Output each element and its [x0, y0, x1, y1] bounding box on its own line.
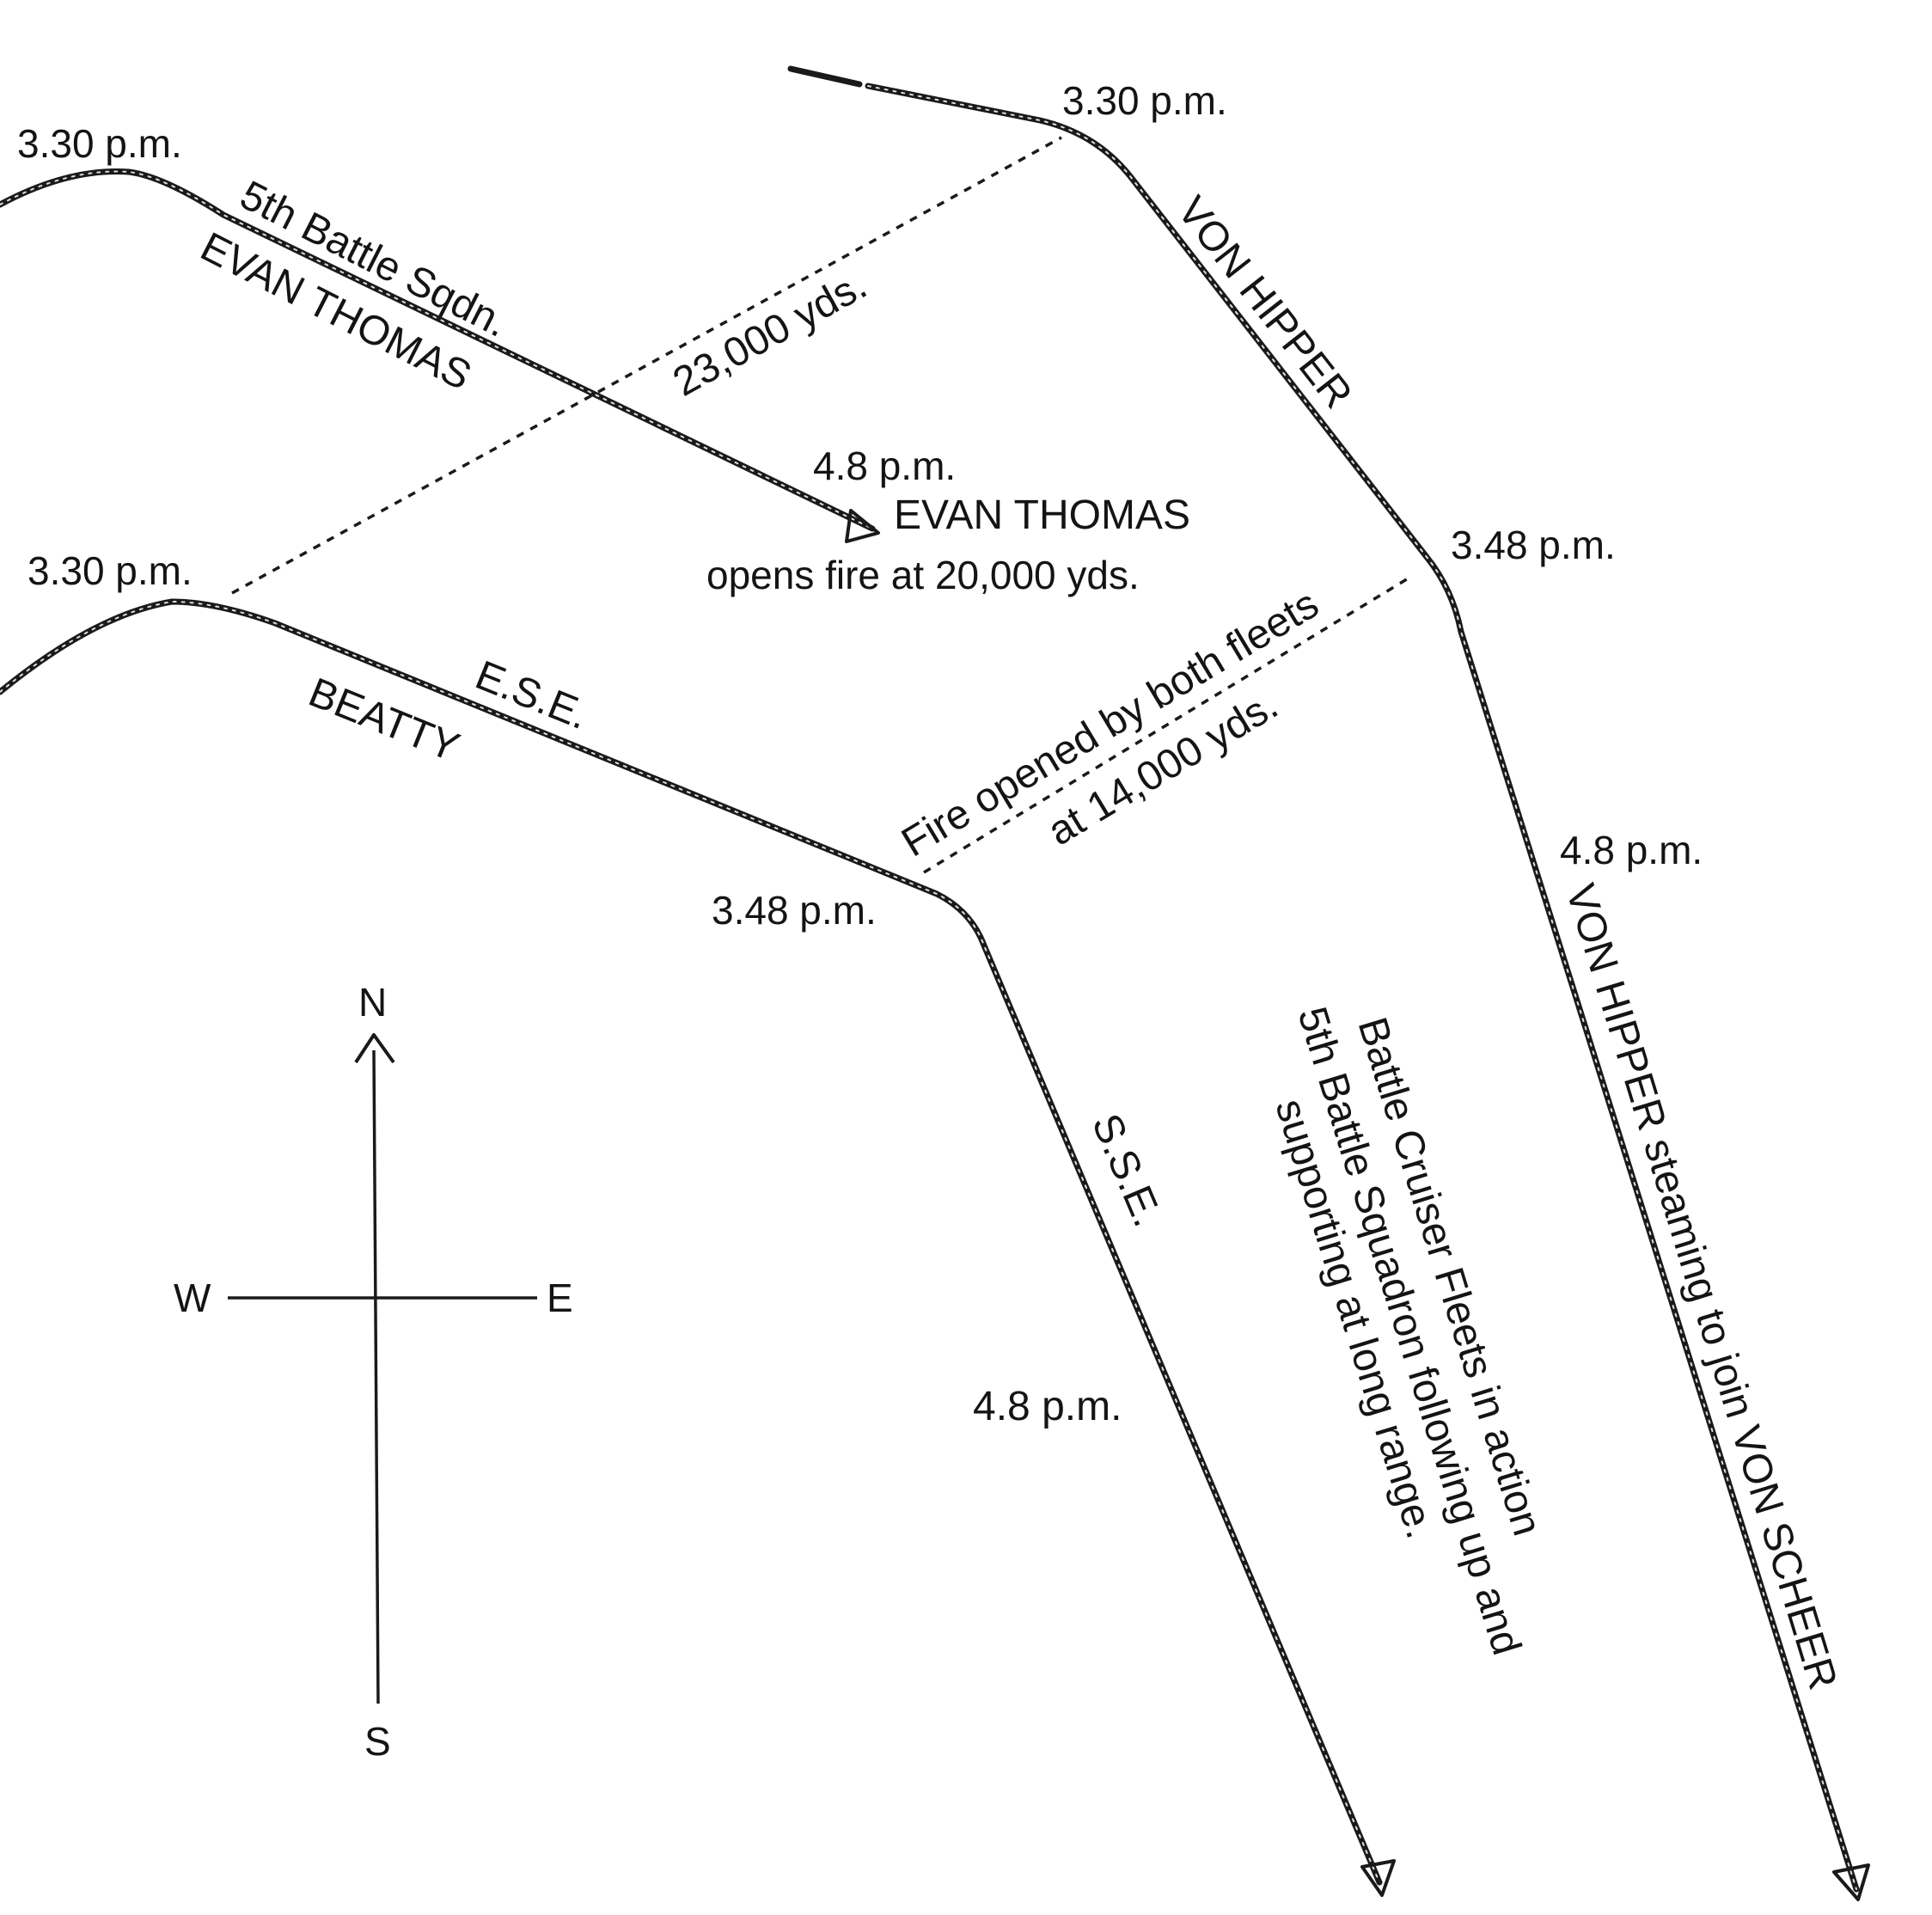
hipper-course: [787, 65, 1870, 1901]
von-hipper-route-label: VON HIPPER: [1168, 188, 1360, 417]
hipper-start-time: 3.30 p.m.: [1062, 78, 1227, 123]
compass-south-label: S: [364, 1719, 391, 1764]
range-23000-label: 23,000 yds.: [666, 262, 875, 406]
beatty-4-8-time: 4.8 p.m.: [973, 1384, 1122, 1429]
compass-east-label: E: [547, 1276, 573, 1320]
compass-north-label: N: [358, 980, 387, 1025]
evan-thomas-course: [0, 168, 880, 543]
beatty-start-time: 3.30 p.m.: [28, 548, 193, 593]
range-line-23000: [231, 136, 1062, 595]
hipper-arrowhead: [1832, 1863, 1870, 1901]
compass-ns-axis: [372, 1049, 380, 1704]
hipper-3-48-time: 3.48 p.m.: [1451, 523, 1616, 567]
beatty-label: BEATTY: [303, 670, 466, 771]
evan-thomas-start-time: 3.30 p.m.: [17, 121, 182, 166]
evan-thomas-4-8-time: 4.8 p.m.: [813, 444, 956, 488]
hipper-to-scheer-label: VON HIPPER steaming to join VON SCHEER: [1556, 879, 1845, 1695]
evan-thomas-fire-name: EVAN THOMAS: [894, 493, 1190, 538]
compass-west-label: W: [174, 1276, 211, 1320]
hipper-4-8-time: 4.8 p.m.: [1560, 828, 1703, 872]
range-line-14000: [923, 576, 1410, 874]
beatty-course: [0, 598, 1396, 1897]
compass-north-arrow-icon: [354, 1033, 395, 1064]
evan-thomas-fire-text: opens fire at 20,000 yds.: [706, 553, 1140, 597]
evan-thomas-arrowhead: [845, 509, 880, 543]
beatty-arrowhead: [1360, 1859, 1396, 1897]
compass-rose: N S E W: [174, 980, 573, 1764]
beatty-3-48-time: 3.48 p.m.: [712, 888, 877, 933]
